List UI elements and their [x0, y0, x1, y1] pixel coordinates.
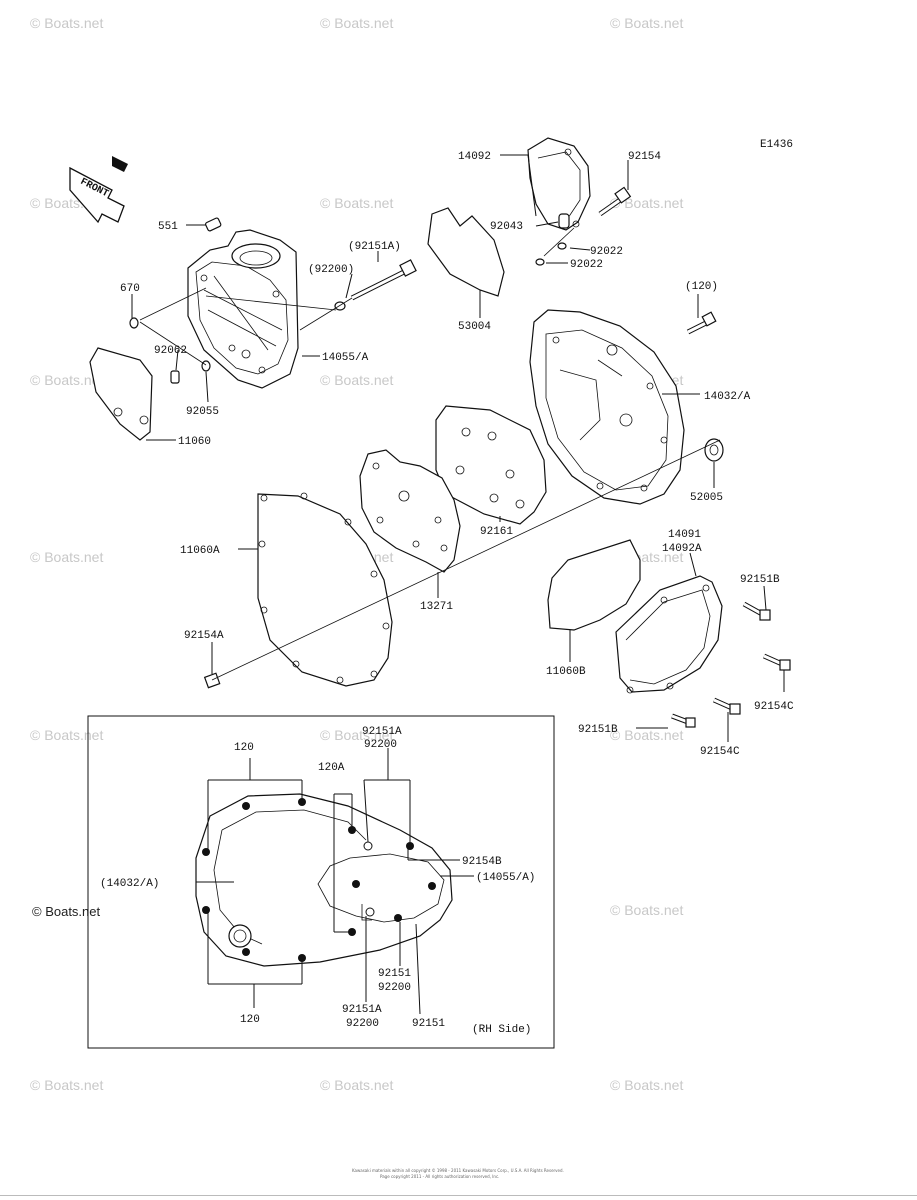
plate-92161	[435, 405, 547, 525]
watermark: © Boats.net	[610, 1077, 683, 1093]
label-92151B-right: 92151B	[740, 574, 780, 586]
watermark: © Boats.net	[30, 1077, 103, 1093]
label-120: (120)	[685, 281, 718, 293]
footer: Kawasaki materials within all copyright …	[352, 1168, 564, 1179]
inset-label-120-bottom: 120	[240, 1014, 260, 1026]
label-92043: 92043	[490, 221, 523, 233]
inset-label-92151-mid: 92151	[378, 968, 411, 980]
watermark: © Boats.net	[30, 372, 103, 388]
bolt-92154	[598, 186, 632, 217]
label-92022-a: 92022	[590, 246, 623, 258]
label-11060A: 11060A	[180, 545, 220, 557]
bolt-92154C	[712, 697, 741, 715]
oring-670	[129, 317, 139, 329]
label-92154C-bottom: 92154C	[700, 746, 740, 758]
inset-label-92151A-bottom: 92151A	[342, 1004, 382, 1016]
inset-label-92200-mid: 92200	[378, 982, 411, 994]
label-14092A: 14092A	[662, 543, 702, 555]
watermark: © Boats.net	[610, 727, 683, 743]
page-bottom-rule	[0, 1195, 917, 1196]
washer-92022	[557, 242, 567, 250]
bolt-92154C	[762, 653, 791, 671]
label-52005: 52005	[690, 492, 723, 504]
oring-92055	[201, 360, 211, 372]
footer-line: Kawasaki materials within all copyright …	[352, 1168, 564, 1173]
watermark: © Boats.net	[610, 15, 683, 31]
label-11060B: 11060B	[546, 666, 586, 678]
bolt-92151B	[671, 713, 696, 728]
inset-label-92154B: 92154B	[462, 856, 502, 868]
plate-13271	[359, 449, 461, 573]
cover-14032A	[529, 309, 685, 505]
label-14055A: 14055/A	[322, 352, 369, 364]
cover-14092	[527, 137, 591, 231]
bolt-92151A	[350, 259, 417, 301]
gasket-53004	[427, 207, 505, 297]
housing-14055A	[187, 229, 299, 389]
label-53004: 53004	[458, 321, 491, 333]
label-92154C-right: 92154C	[754, 701, 794, 713]
inset-label-92151-bottom: 92151	[412, 1018, 445, 1030]
front-arrow: FRONT	[69, 156, 128, 224]
pin-92043	[558, 213, 570, 229]
bolt-120	[686, 311, 717, 335]
label-670: 670	[120, 283, 140, 295]
watermark: © Boats.net	[30, 727, 103, 743]
inset-label-120A: 120A	[318, 762, 345, 774]
watermark: © Boats.net	[320, 15, 393, 31]
gasket-11060B	[547, 539, 641, 631]
inset-label-rh-side: (RH Side)	[472, 1024, 531, 1036]
label-13271: 13271	[420, 601, 453, 613]
cover-14091	[615, 575, 723, 694]
bolt-92151B	[742, 601, 771, 621]
label-14032A: 14032/A	[704, 391, 751, 403]
label-92154A: 92154A	[184, 630, 224, 642]
watermark: © Boats.net	[320, 1077, 393, 1093]
inset-label-92200-bottom: 92200	[346, 1018, 379, 1030]
label-11060: 11060	[178, 436, 211, 448]
inset-rh-side: 120 92151A 92200 120A 92154B (14032/A) (…	[87, 715, 555, 1049]
part-labels: 14092 92154 551 (92151A) (92200) 92043 9…	[120, 151, 794, 758]
label-92022-b: 92022	[570, 259, 603, 271]
assembly-lines	[139, 227, 721, 681]
footer-line: Page copyright 2011 - All rights authori…	[380, 1174, 499, 1179]
watermark: © Boats.net	[30, 549, 103, 565]
label-14091: 14091	[668, 529, 701, 541]
watermark-dark: © Boats.net	[32, 904, 101, 919]
label-92062: 92062	[154, 345, 187, 357]
pin-92062	[170, 370, 180, 384]
leader-lines	[131, 154, 785, 742]
inset-label-120-top: 120	[234, 742, 254, 754]
label-92151A: (92151A)	[348, 241, 401, 253]
inset-label-14055A: (14055/A)	[476, 872, 535, 884]
pin-551	[205, 217, 222, 232]
label-92151B-bottom: 92151B	[578, 724, 618, 736]
inset-label-92200-top: 92200	[364, 739, 397, 751]
inset-label-14032A: (14032/A)	[100, 878, 159, 890]
watermark: © Boats.net	[320, 195, 393, 211]
bolt-92154A	[203, 672, 221, 689]
watermark: © Boats.net	[320, 727, 393, 743]
label-92055: 92055	[186, 406, 219, 418]
watermark: © Boats.net	[610, 195, 683, 211]
gasket-11060A	[257, 492, 393, 687]
label-92200: (92200)	[308, 264, 354, 276]
watermark: © Boats.net	[320, 372, 393, 388]
label-551: 551	[158, 221, 178, 233]
label-92154: 92154	[628, 151, 661, 163]
washer-92022	[535, 258, 545, 266]
diagram-code: E1436	[760, 139, 793, 151]
watermark: © Boats.net	[30, 15, 103, 31]
seal-52005	[704, 438, 724, 462]
label-92161: 92161	[480, 526, 513, 538]
gasket-11060	[89, 347, 153, 441]
inset-label-92151A-top: 92151A	[362, 726, 402, 738]
watermark: © Boats.net	[610, 902, 683, 918]
label-14092: 14092	[458, 151, 491, 163]
